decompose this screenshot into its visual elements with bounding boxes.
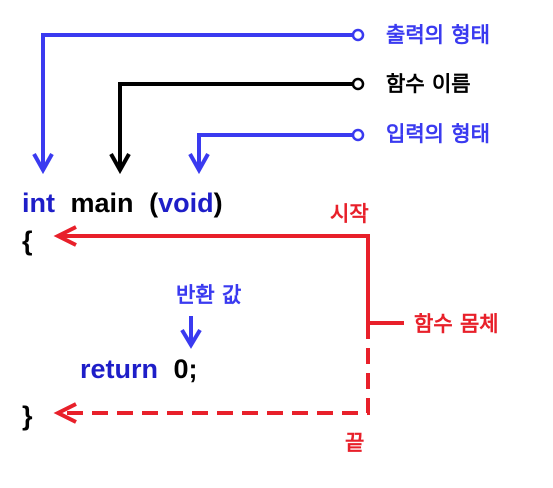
start-line bbox=[60, 234, 370, 323]
return-value-arrowhead bbox=[180, 328, 202, 349]
close-paren: ) bbox=[214, 188, 223, 218]
output-type-label: 출력의 형태 bbox=[386, 23, 490, 47]
start-label: 시작 bbox=[330, 202, 369, 226]
start-connector bbox=[53, 225, 370, 323]
input-type-label: 입력의 형태 bbox=[386, 122, 490, 146]
function-body-label: 함수 몸체 bbox=[414, 312, 499, 336]
return-keyword: return bbox=[80, 354, 158, 384]
function-name-connector bbox=[109, 77, 365, 175]
end-connector bbox=[53, 323, 370, 424]
return-value-text: 0; bbox=[174, 354, 198, 384]
output-type-connector bbox=[32, 28, 365, 175]
return-statement: return 0; bbox=[80, 354, 198, 384]
end-label: 끝 bbox=[345, 431, 364, 455]
open-paren: ( bbox=[149, 188, 158, 218]
return-type-keyword: int bbox=[22, 188, 55, 218]
function-name-label: 함수 이름 bbox=[386, 72, 471, 96]
return-value-connector bbox=[180, 316, 202, 349]
input-type-connector bbox=[188, 128, 365, 175]
output-type-arrowhead bbox=[32, 153, 54, 175]
function-name-arrowhead bbox=[109, 153, 131, 175]
start-arrowhead bbox=[53, 225, 77, 247]
param-type-keyword: void bbox=[158, 188, 214, 218]
end-line bbox=[60, 323, 370, 415]
function-name-text: main bbox=[71, 188, 134, 218]
close-brace: } bbox=[22, 401, 33, 431]
end-arrowhead bbox=[53, 402, 77, 424]
function-name-line bbox=[118, 77, 365, 168]
return-value-label: 반환 값 bbox=[176, 283, 241, 307]
input-type-arrowhead bbox=[188, 153, 210, 175]
output-type-line bbox=[41, 28, 365, 168]
function-signature: int main (void) bbox=[22, 188, 223, 218]
input-type-line bbox=[197, 128, 365, 168]
open-brace: { bbox=[22, 226, 33, 256]
